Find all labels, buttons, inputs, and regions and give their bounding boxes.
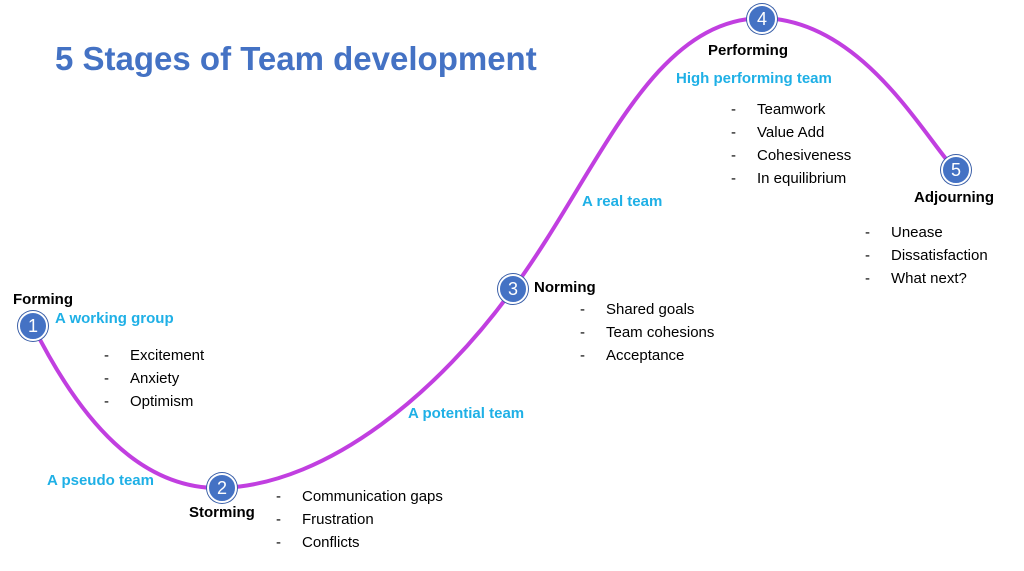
bullet-item: -Acceptance: [580, 347, 685, 364]
bullet-item: -Anxiety: [104, 370, 180, 387]
bullet-item: -Conflicts: [276, 534, 360, 551]
stage-performing-team-label: High performing team: [676, 70, 832, 87]
stage-forming-team-label: A working group: [55, 310, 174, 327]
bullet-item: -Frustration: [276, 511, 374, 528]
stage-storming-marker: 2: [207, 473, 237, 503]
stage-adjourning-bullets: -Unease -Dissatisfaction -What next?: [865, 221, 988, 290]
stage-norming-bullets: -Shared goals -Team cohesions -Acceptanc…: [580, 298, 714, 367]
bullet-item: -In equilibrium: [731, 170, 847, 187]
stage-storming-bullets: -Communication gaps -Frustration -Confli…: [276, 485, 443, 554]
stage-norming-name: Norming: [534, 279, 596, 296]
stage-norming-marker: 3: [498, 274, 528, 304]
bullet-item: -Dissatisfaction: [865, 247, 988, 264]
stage-adjourning-marker: 5: [941, 155, 971, 185]
stage-storming-team-label: A pseudo team: [47, 472, 154, 489]
bullet-item: -Optimism: [104, 393, 194, 410]
bullet-item: -Excitement: [104, 347, 205, 364]
bullet-item: -Cohesiveness: [731, 147, 852, 164]
stage-storming-name: Storming: [189, 504, 255, 521]
stage-adjourning-name: Adjourning: [914, 189, 994, 206]
bullet-item: -Shared goals: [580, 301, 695, 318]
stage-performing-marker: 4: [747, 4, 777, 34]
stage-performing-bullets: -Teamwork -Value Add -Cohesiveness -In e…: [731, 98, 851, 190]
bullet-item: -Communication gaps: [276, 488, 443, 505]
bullet-item: -What next?: [865, 270, 967, 287]
stage-forming-bullets: -Excitement -Anxiety -Optimism: [104, 344, 204, 413]
bullet-item: -Value Add: [731, 124, 825, 141]
page-title: 5 Stages of Team development: [55, 40, 537, 77]
bullet-item: -Unease: [865, 224, 943, 241]
real-team-label: A real team: [582, 193, 663, 210]
stage-norming-team-label: A potential team: [408, 405, 525, 422]
stage-performing-name: Performing: [708, 42, 789, 59]
stage-forming-marker: 1: [18, 311, 48, 341]
stage-forming-name: Forming: [13, 291, 73, 308]
bullet-item: -Team cohesions: [580, 324, 715, 341]
bullet-item: -Teamwork: [731, 101, 826, 118]
